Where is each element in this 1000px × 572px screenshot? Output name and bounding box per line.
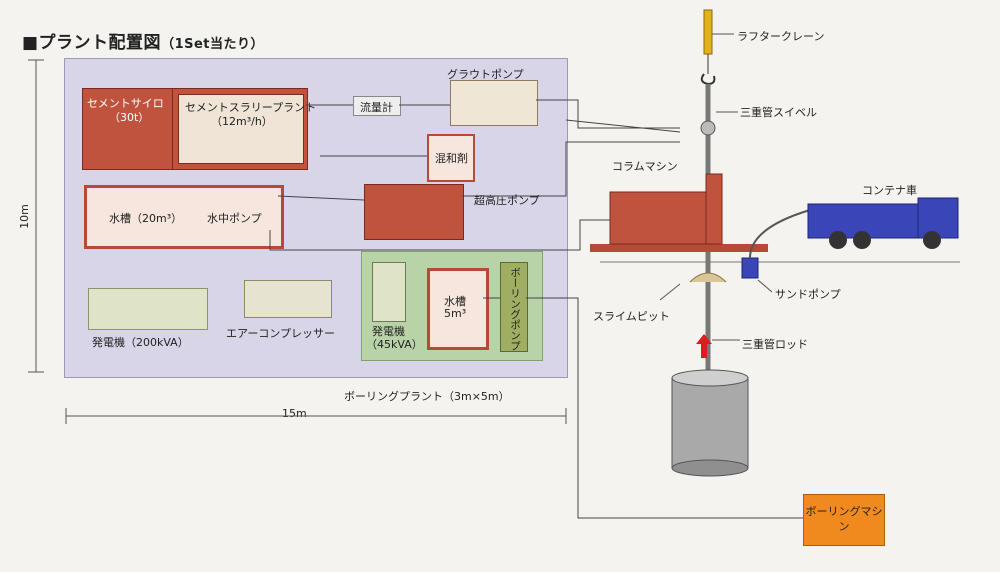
sand-pump-label: サンドポンプ xyxy=(775,288,841,301)
grout-pump xyxy=(450,80,538,126)
admixture-label: 混和剤 xyxy=(435,152,468,165)
column-machine-label: コラムマシン xyxy=(612,160,678,173)
cement-slurry-plant-label: セメントスラリープラント xyxy=(185,101,317,114)
title-main: ■プラント配置図 xyxy=(22,33,162,53)
flow-meter-label: 流量計 xyxy=(360,101,393,114)
water-tank-5: 水槽 5m³ xyxy=(427,268,489,350)
generator-200 xyxy=(88,288,208,330)
width-dimension: 15m xyxy=(282,407,307,420)
triple-rod-label: 三重管ロッド xyxy=(742,338,808,351)
triple-swivel-label: 三重管スイベル xyxy=(740,106,817,119)
water-tank-20-label: 水槽（20m³） xyxy=(109,212,183,225)
grout-pump-label: グラウトポンプ xyxy=(447,68,524,81)
generator-45 xyxy=(372,262,406,322)
slime-pit-label: スライムピット xyxy=(593,310,670,323)
water-tank-5-label: 水槽 xyxy=(444,295,466,308)
water-tank-5-capacity: 5m³ xyxy=(444,307,467,320)
cement-silo-capacity: （30t） xyxy=(109,111,150,124)
title-sub: （1Set当たり） xyxy=(161,37,265,52)
water-tank-20: 水槽（20m³） 水中ポンプ xyxy=(84,185,284,249)
boring-pump: ボーリングポンプ xyxy=(500,262,528,352)
page-title: ■プラント配置図（1Set当たり） xyxy=(22,28,264,53)
admixture: 混和剤 xyxy=(427,134,475,182)
boring-pump-label: ボーリングポンプ xyxy=(509,267,521,351)
cement-slurry-plant-capacity: （12m³/h） xyxy=(211,115,273,128)
boring-plant-label: ボーリングプラント（3m×5m） xyxy=(344,390,510,403)
cement-silo-label: セメントサイロ xyxy=(87,97,164,110)
container-truck-label: コンテナ車 xyxy=(862,184,917,197)
boring-machine: ボーリングマシン xyxy=(803,494,885,546)
air-compressor xyxy=(244,280,332,318)
flow-meter: 流量計 xyxy=(353,96,401,116)
ultra-high-pressure-pump-label: 超高圧ポンプ xyxy=(474,194,540,207)
generator-200-label: 発電機（200kVA） xyxy=(92,336,189,349)
ultra-high-pressure-pump xyxy=(364,184,464,240)
generator-45-capacity: （45kVA） xyxy=(366,338,423,351)
submersible-pump-label: 水中ポンプ xyxy=(207,212,262,225)
cement-slurry-plant: セメントスラリープラント （12m³/h） xyxy=(172,88,316,170)
generator-45-label: 発電機 xyxy=(372,325,405,338)
boring-machine-label: ボーリングマシン xyxy=(805,505,883,533)
air-compressor-label: エアーコンプレッサー xyxy=(226,327,336,340)
rafter-crane-label: ラフタークレーン xyxy=(737,30,825,43)
